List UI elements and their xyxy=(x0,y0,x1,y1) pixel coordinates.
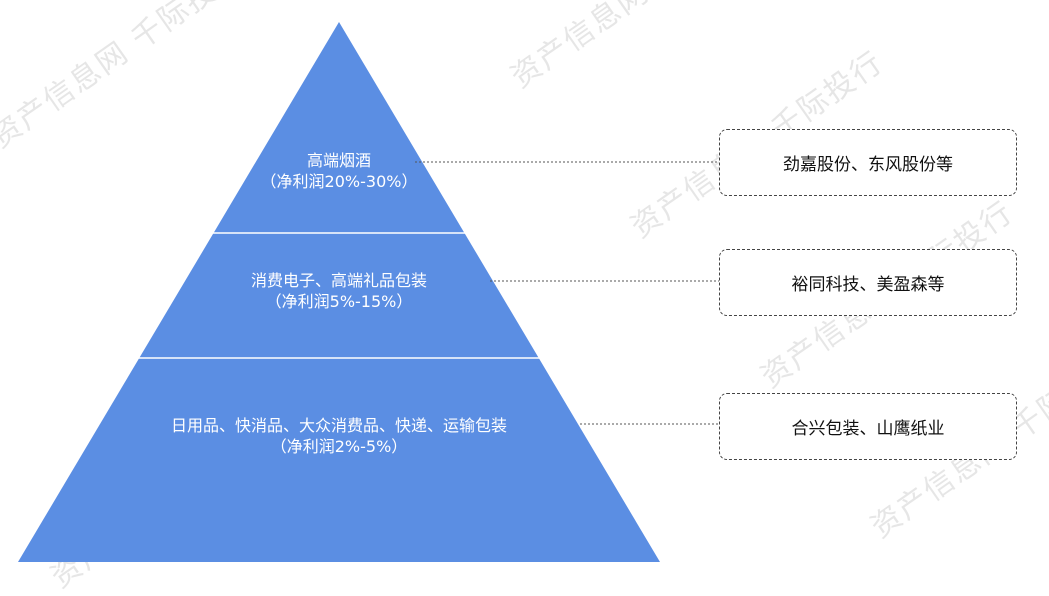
tier-top-title: 高端烟酒 xyxy=(306,151,371,170)
company-text-bottom: 合兴包装、山鹰纸业 xyxy=(791,419,945,439)
tier-bottom-margin: （净利润2%-5%） xyxy=(270,437,408,456)
tier-middle-label: 消费电子、高端礼品包装 （净利润5%-15%） xyxy=(251,270,427,312)
company-text-middle: 裕同科技、美盈森等 xyxy=(791,275,945,295)
tier-top-label: 高端烟酒 （净利润20%-30%） xyxy=(261,150,418,192)
tier-bottom-label: 日用品、快消品、大众消费品、快递、运输包装 （净利润2%-5%） xyxy=(171,415,507,457)
tier-top-margin: （净利润20%-30%） xyxy=(260,172,418,191)
tier-middle-title: 消费电子、高端礼品包装 xyxy=(250,271,428,290)
tier-bottom-title: 日用品、快消品、大众消费品、快递、运输包装 xyxy=(170,416,508,435)
company-box-bottom: 合兴包装、山鹰纸业 xyxy=(719,393,1017,460)
pyramid-shape xyxy=(18,22,660,562)
pyramid-svg xyxy=(18,22,719,562)
company-box-middle: 裕同科技、美盈森等 xyxy=(719,249,1017,316)
company-box-top: 劲嘉股份、东风股份等 xyxy=(719,129,1017,196)
company-text-top: 劲嘉股份、东风股份等 xyxy=(783,155,953,175)
tier-middle-margin: （净利润5%-15%） xyxy=(265,292,413,311)
